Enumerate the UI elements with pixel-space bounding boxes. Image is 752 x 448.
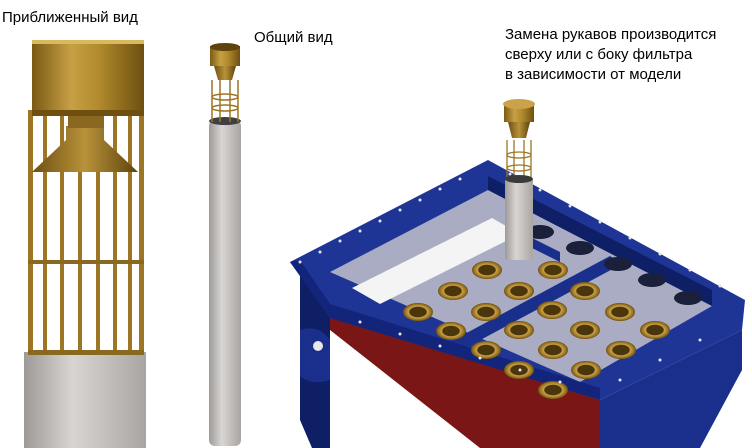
general-view-sleeve [209,43,241,446]
sleeve-head [210,46,240,66]
top-collar [32,42,144,114]
housing-body-red [330,315,600,448]
sleeve-rings [403,261,670,399]
cage-ring [28,260,144,264]
filter-housing [290,99,745,448]
replacement-caption-line: сверху или с боку фильтра [505,46,693,63]
sleeve-body [209,120,241,446]
replacement-caption-line: в зависимости от модели [505,66,682,83]
cage-ring [28,350,144,355]
general-view-caption: Общий вид [254,29,333,46]
replacement-caption: Замена рукавов производится сверху или с… [505,25,716,85]
closeup-cage [24,40,146,448]
closeup-sleeve [24,352,146,448]
venturi-cone [32,126,138,172]
inserting-sleeve [503,99,535,260]
closeup-caption: Приближенный вид [2,9,138,26]
replacement-caption-line: Замена рукавов производится [505,26,717,43]
cage-rods [28,110,144,354]
open-slot [352,218,520,304]
frame-bolts [298,172,722,384]
